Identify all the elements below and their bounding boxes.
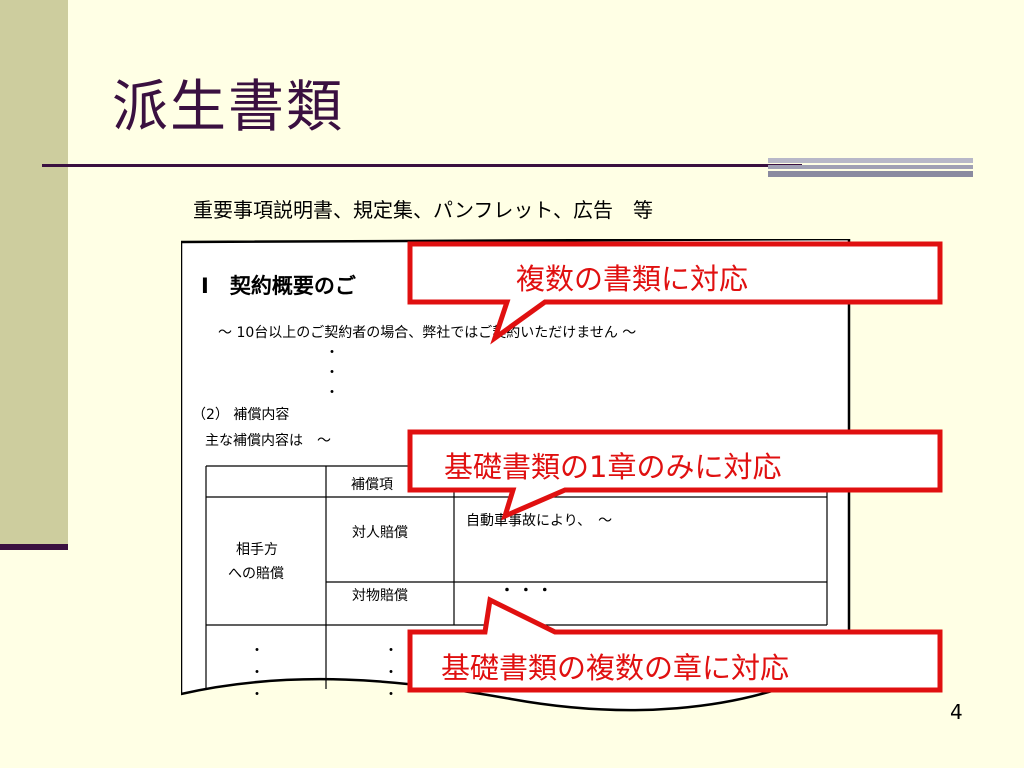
subsection-heading: （2） 補償内容	[192, 407, 290, 423]
ellipsis-dot: ・	[384, 687, 398, 703]
ellipsis-dot: ・	[384, 643, 398, 659]
row-group-label: への賠償	[228, 566, 284, 582]
slide-title: 派生書類	[112, 75, 344, 140]
sidebar-foot-bar	[0, 544, 68, 550]
ellipsis-dot: ・	[250, 687, 264, 703]
callout-text: 基礎書類の複数の章に対応	[441, 651, 790, 685]
table-cell-item: 対人賠償	[352, 525, 408, 541]
sidebar-decoration	[0, 0, 68, 548]
callout-bubble	[407, 596, 943, 693]
ellipsis-dot: ・	[325, 365, 339, 381]
decor-bar	[768, 165, 973, 169]
section-heading: Ⅰ 契約概要のご	[201, 274, 356, 298]
page-number: 4	[950, 700, 963, 724]
callout-bubble	[407, 241, 943, 345]
table-cell-item: 対物賠償	[352, 588, 408, 604]
callout-text: 基礎書類の1章のみに対応	[444, 450, 782, 484]
ellipsis-dot: ・	[325, 345, 339, 361]
decor-bar	[768, 158, 973, 163]
table-header-item: 補償項	[351, 477, 393, 493]
ellipsis-dot: ・	[250, 665, 264, 681]
title-rule	[42, 164, 802, 167]
ellipsis-dot: ・	[325, 385, 339, 401]
ellipsis-dot: ・	[250, 643, 264, 659]
ellipsis-dot: ・	[384, 665, 398, 681]
table-cell-description: ・ ・ ・	[500, 583, 552, 599]
row-group-label: 相手方	[236, 542, 278, 558]
callout-text: 複数の書類に対応	[516, 262, 749, 296]
slide-subtitle: 重要事項説明書、規定集、パンフレット、広告 等	[193, 198, 653, 222]
subsection-line: 主な補償内容は ～	[205, 433, 331, 449]
decor-bar	[768, 171, 973, 177]
eligibility-note: ～ 10台以上のご契約者の場合、弊社ではご契約いただけません ～	[218, 325, 637, 341]
callout-bubble	[407, 429, 943, 521]
